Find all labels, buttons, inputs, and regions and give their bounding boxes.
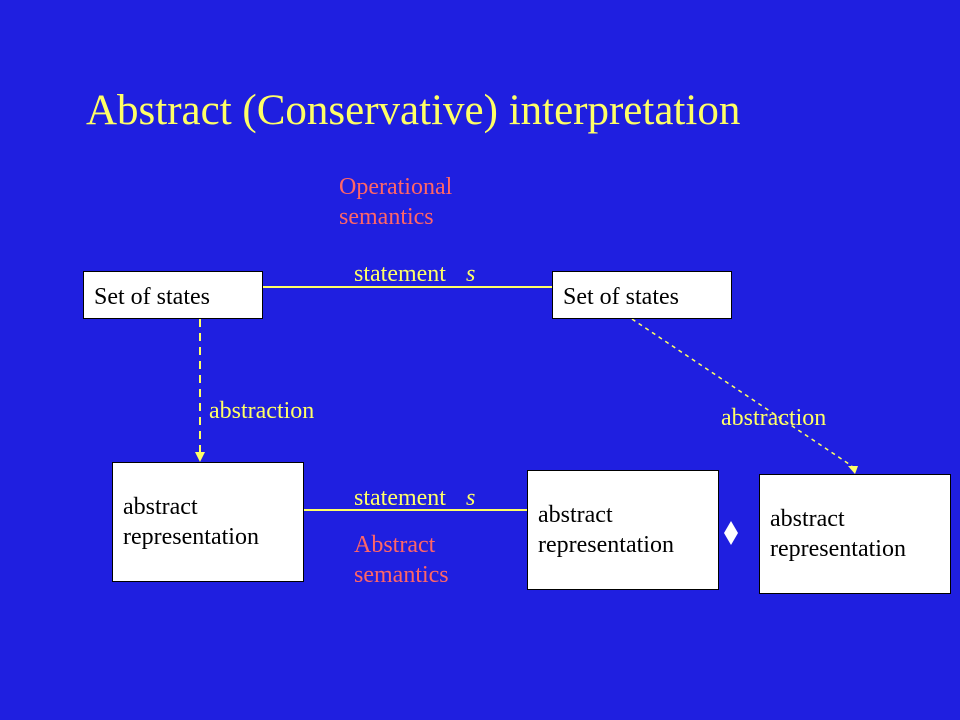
left-abstraction-arrowhead — [195, 452, 205, 462]
operational-semantics-line2: semantics — [339, 204, 434, 230]
abstract-semantics-line2: semantics — [354, 562, 449, 588]
top-statement-word: statement — [354, 261, 446, 287]
operational-semantics-label: Operational semantics — [339, 172, 452, 232]
abstract-semantics-line1: Abstract — [354, 532, 436, 558]
left-abstraction-label: abstraction — [209, 398, 315, 424]
bottom-left-abstract-box: abstract representation — [112, 462, 304, 582]
bottom-right-line2: representation — [770, 536, 906, 562]
bottom-statement-word: statement — [354, 485, 446, 511]
bottom-left-line2: representation — [123, 524, 259, 550]
bottom-right-abstract-box: abstract representation — [759, 474, 951, 594]
diamond-icon — [724, 521, 738, 545]
top-statement-var: s — [465, 261, 476, 287]
bottom-right-line1: abstract — [770, 506, 845, 532]
bottom-middle-line1: abstract — [538, 502, 613, 528]
right-abstraction-arrowhead — [848, 466, 858, 474]
bottom-left-line1: abstract — [123, 494, 198, 520]
operational-semantics-line1: Operational — [339, 174, 453, 200]
right-abstraction-label: abstraction — [721, 405, 827, 431]
bottom-statement-label: statement s — [354, 483, 475, 513]
top-left-state-box: Set of states — [83, 271, 263, 319]
top-left-state-label: Set of states — [94, 284, 210, 310]
page-title: Abstract (Conservative) interpretation — [86, 87, 741, 134]
bottom-middle-line2: representation — [538, 532, 674, 558]
top-right-state-label: Set of states — [563, 284, 679, 310]
bottom-statement-var: s — [465, 485, 476, 511]
abstract-semantics-label: Abstract semantics — [354, 530, 449, 590]
top-right-state-box: Set of states — [552, 271, 732, 319]
top-statement-label: statement s — [354, 259, 475, 289]
right-abstraction-arrow-line — [631, 318, 853, 467]
bottom-middle-abstract-box: abstract representation — [527, 470, 719, 590]
